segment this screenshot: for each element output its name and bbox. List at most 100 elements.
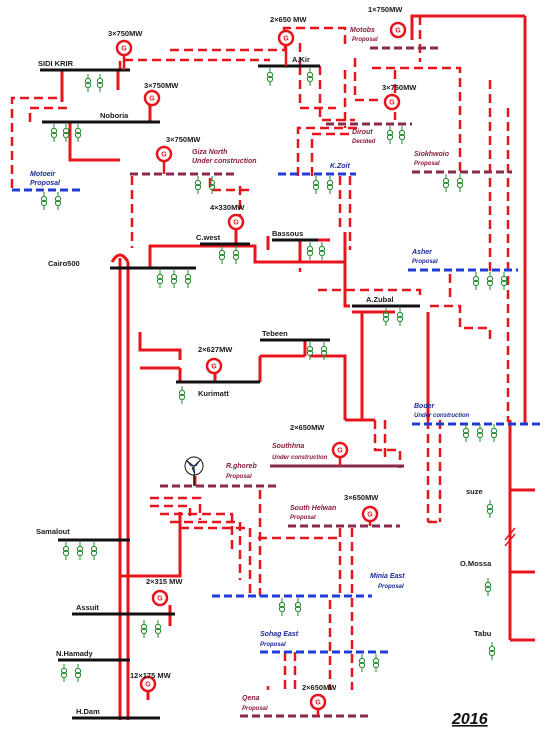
transformer-icon (84, 73, 92, 93)
transformer-icon (312, 175, 320, 195)
project-qena-status: Proposal (242, 706, 268, 712)
transformer-icon (96, 73, 104, 93)
transformer-icon (326, 175, 334, 195)
transformer-icon (178, 385, 186, 405)
transformer-icon (266, 67, 274, 87)
project-southhelwan-name: South Helwan (290, 505, 336, 512)
transformer-icon (500, 271, 508, 291)
transformer-icon (232, 245, 240, 265)
transformer-icon (490, 423, 498, 443)
label-kzoit: K.Zoit (330, 163, 350, 170)
label-tabu: Tabu (474, 629, 492, 638)
transformer-icon (62, 123, 70, 143)
label-azubal: A.Zubal (366, 295, 394, 304)
capacity-kurimatt: 2×627MW (198, 345, 233, 354)
label-hdam: H.Dam (76, 707, 100, 716)
generators (115, 21, 407, 716)
transformer-icon (194, 175, 202, 195)
capacity-southhna: 2×650MW (290, 423, 325, 432)
transformer-icon (278, 597, 286, 617)
transformer-icon (50, 123, 58, 143)
generator-circle-icon (277, 29, 295, 47)
project-minia-status: Proposal (378, 584, 404, 590)
capacity-noboria: 3×750MW (144, 81, 179, 90)
transformer-icon (154, 619, 162, 639)
generator-circle-icon (383, 93, 401, 111)
capacity-southhelwan: 3×650MW (344, 493, 379, 502)
label-sidikrir: SIDI KRIR (38, 59, 74, 68)
transformer-icon (60, 663, 68, 683)
capacity-akir: 2×650 MW (270, 15, 307, 24)
project-siokhwoio-status: Proposal (414, 161, 440, 167)
transformer-icon (318, 241, 326, 261)
label-omossa: O.Mossa (460, 559, 492, 568)
project-asher-status: Proposal (412, 259, 438, 265)
transformer-icon (90, 541, 98, 561)
capacity-labels: 3×750MW 3×750MW 2×650 MW 1×750MW 3×750MW… (108, 5, 417, 692)
generator-circle-icon (151, 589, 169, 607)
transformer-icon (218, 245, 226, 265)
generator-circle-icon (115, 39, 133, 57)
capacity-hdam: 12×175 MW (130, 671, 172, 680)
label-assuit: Assuit (76, 603, 99, 612)
project-motoeir-name: Motoeir (30, 171, 57, 178)
project-sohag-name: Sohag East (260, 631, 299, 638)
generator-circle-icon (331, 441, 349, 459)
transformer-icon (456, 173, 464, 193)
transformer-icon (156, 269, 164, 289)
transformer-icon (306, 67, 314, 87)
capacity-sidikrir: 3×750MW (108, 29, 143, 38)
project-minia-name: Minia East (370, 573, 405, 580)
project-motobs-status: Proposal (352, 37, 378, 43)
transformer-icon (372, 653, 380, 673)
project-labels: Motobs Proposal Dirout Decided Giza Nort… (30, 27, 470, 712)
project-boder-status: Under construction (414, 413, 470, 419)
diagram-year: 2016 (451, 711, 488, 728)
generator-circle-icon (227, 213, 245, 231)
project-rghoreb-status: Proposal (226, 474, 252, 480)
project-southhna-name: Southhna (272, 443, 304, 450)
label-akir: A.Kir (292, 55, 310, 64)
transformer-icon (398, 125, 406, 145)
project-qena-name: Qena (242, 695, 260, 702)
wind-turbine-icon (184, 456, 204, 486)
transformer-icon (294, 597, 302, 617)
bus-labels: SIDI KRIR Noboria A.Kir Cairo500 C.west … (36, 55, 492, 716)
project-gizanorth-status: Under construction (192, 158, 257, 165)
capacity-assuit: 2×315 MW (146, 577, 183, 586)
transformer-icon (74, 663, 82, 683)
transformer-icon (40, 191, 48, 211)
transformer-icon (54, 191, 62, 211)
transformer-icon (472, 271, 480, 291)
generator-circle-icon (155, 145, 173, 163)
project-southhelwan-status: Proposal (290, 515, 316, 521)
project-dirout-name: Dirout (352, 129, 373, 136)
project-rghoreb-name: R.ghoreb (226, 463, 257, 470)
transformer-icon (306, 241, 314, 261)
transformer-icon (396, 307, 404, 327)
project-dirout-status: Decided (352, 139, 376, 145)
transformer-icon (488, 641, 496, 661)
generator-circle-icon (309, 693, 327, 711)
transformer-icon (62, 541, 70, 561)
capacity-gizanorth: 3×750MW (166, 135, 201, 144)
project-siokhwoio-name: Siokhwoio (414, 151, 450, 158)
capacity-motobs: 1×750MW (368, 5, 403, 14)
transformer-icon (486, 499, 494, 519)
project-motoeir-status: Proposal (30, 180, 61, 187)
capacity-cwest: 4×330MW (210, 203, 245, 212)
label-cwest: C.west (196, 233, 221, 242)
generator-circle-icon (143, 89, 161, 107)
project-sohag-status: Proposal (260, 642, 286, 648)
project-boder-name: Boder (414, 403, 436, 410)
label-kurimatt: Kurimatt (198, 389, 229, 398)
label-suze: suze (466, 487, 483, 496)
project-southhna-status: Under construction (272, 455, 328, 461)
bus-bars (12, 46, 540, 720)
capacity-dirout: 3×750MW (382, 83, 417, 92)
transformer-icon (476, 423, 484, 443)
transformer-icon (140, 619, 148, 639)
generator-circle-icon (389, 21, 407, 39)
transformer-icon (358, 653, 366, 673)
